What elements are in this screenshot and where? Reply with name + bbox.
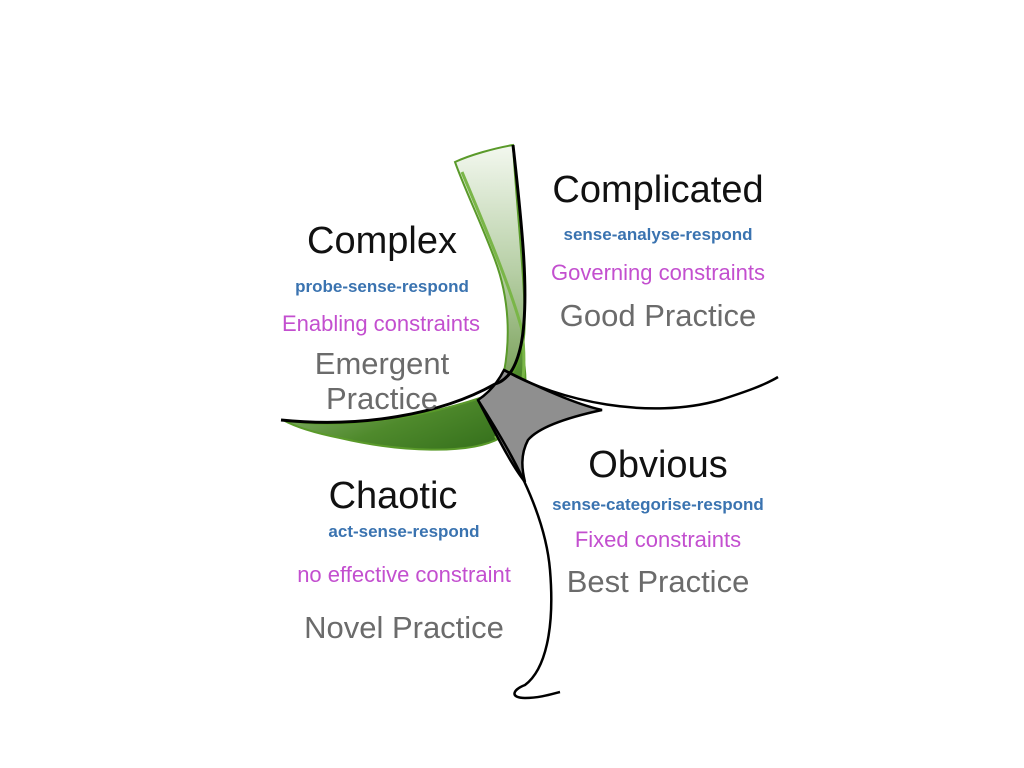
obvious-title: Obvious bbox=[588, 444, 728, 486]
complicated-approach: sense-analyse-respond bbox=[563, 225, 753, 244]
chaotic-title: Chaotic bbox=[328, 475, 458, 517]
complicated-bottom-boundary bbox=[503, 368, 779, 410]
chaotic-practice: Novel Practice bbox=[304, 610, 504, 645]
complex-practice-line1: Emergent bbox=[314, 346, 450, 381]
complicated-practice: Good Practice bbox=[559, 298, 757, 333]
obvious-practice: Best Practice bbox=[566, 564, 750, 599]
obvious-left-boundary bbox=[476, 399, 561, 700]
obvious-approach: sense-categorise-respond bbox=[552, 495, 764, 514]
chaotic-constraint: no effective constraint bbox=[297, 562, 511, 587]
complicated-title: Complicated bbox=[552, 169, 764, 211]
complex-approach: probe-sense-respond bbox=[295, 277, 469, 296]
chaotic-approach: act-sense-respond bbox=[328, 522, 480, 541]
obvious-constraint: Fixed constraints bbox=[574, 527, 742, 552]
complex-practice-line2: Practice bbox=[326, 381, 438, 416]
complex-constraint: Enabling constraints bbox=[281, 311, 481, 336]
complex-title: Complex bbox=[307, 220, 457, 262]
complicated-constraint: Governing constraints bbox=[551, 260, 765, 285]
complex-bottom-boundary bbox=[280, 382, 496, 424]
